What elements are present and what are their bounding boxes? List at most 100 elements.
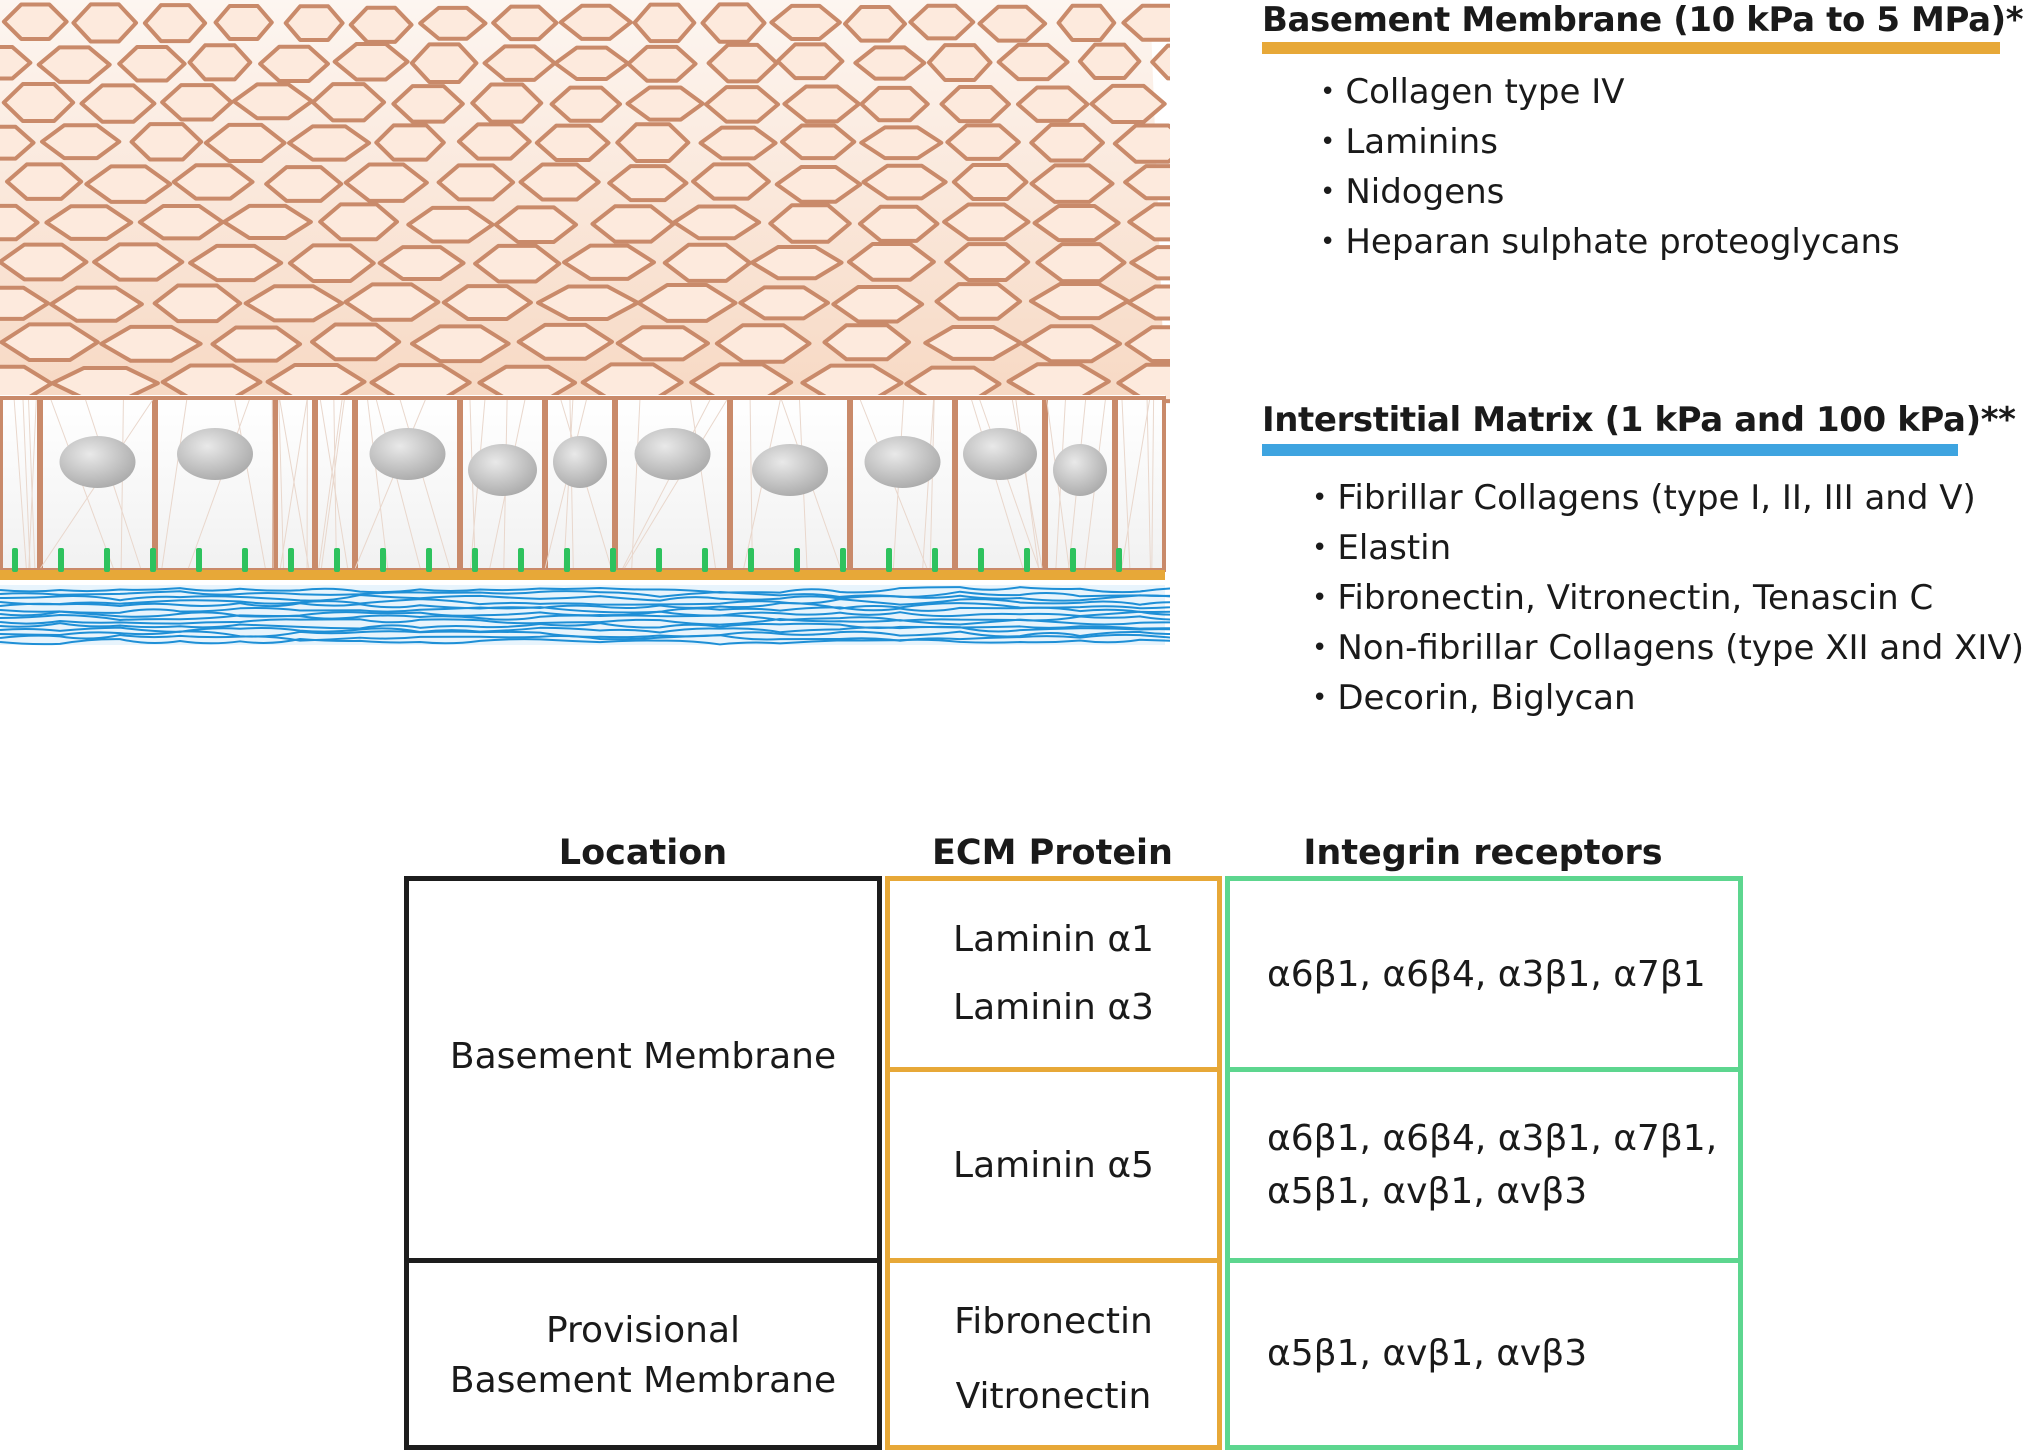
squamous-cell — [1029, 122, 1105, 163]
squamous-cell — [391, 84, 465, 124]
squamous-cell — [774, 165, 863, 204]
squamous-cell — [36, 45, 112, 84]
cell-fiber — [375, 399, 421, 569]
squamous-cell — [187, 43, 253, 82]
cell-fiber — [622, 399, 711, 569]
tissue-illustration — [0, 0, 1170, 646]
squamous-cell — [782, 84, 861, 124]
list-item: Decorin, Biglycan — [1312, 673, 2024, 723]
squamous-cell — [769, 3, 842, 41]
ecm-cell: Fibronectin Vitronectin — [885, 1258, 1222, 1450]
integrin-text: α6β1, α6β4, α3β1, α7β1, — [1267, 1118, 1718, 1159]
squamous-cell — [750, 245, 844, 281]
squamous-cell — [926, 43, 993, 82]
squamous-cell — [632, 2, 697, 44]
integrin-anchor — [1070, 548, 1076, 572]
squamous-cell — [562, 243, 656, 281]
list-item: Nidogens — [1320, 167, 1900, 217]
nucleus — [963, 428, 1037, 480]
squamous-cell — [977, 4, 1048, 43]
squamous-cell — [662, 242, 752, 283]
squamous-cell — [374, 123, 446, 162]
squamous-cell — [939, 85, 1011, 124]
list-item: Laminins — [1320, 117, 1900, 167]
squamous-cell — [1, 2, 69, 41]
integrin-anchor — [610, 548, 616, 572]
squamous-cell — [853, 45, 927, 81]
list-item: Heparan sulphate proteoglycans — [1320, 217, 1899, 267]
squamous-cell — [1126, 284, 1170, 321]
squamous-cell — [343, 162, 429, 203]
ecm-cell: Laminin α1 Laminin α3 — [885, 876, 1222, 1072]
integrin-anchor — [426, 548, 432, 572]
squamous-cell — [944, 242, 1031, 282]
cell-fiber — [22, 399, 31, 569]
squamous-cell — [436, 163, 516, 202]
cell-fiber — [1121, 399, 1131, 569]
squamous-cell — [607, 164, 689, 203]
ecm-text: Laminin α3 — [953, 987, 1154, 1028]
squamous-cell — [160, 83, 234, 122]
squamous-cell — [332, 42, 410, 82]
squamous-cell — [1089, 83, 1167, 124]
squamous-cells — [0, 2, 1170, 404]
squamous-cell — [0, 322, 100, 362]
squamous-cell — [5, 162, 84, 201]
integrin-cell: α5β1, αvβ1, αvβ3 — [1225, 1258, 1743, 1450]
squamous-cell — [117, 44, 187, 83]
collagen-fiber — [0, 614, 1170, 622]
squamous-cell — [0, 203, 40, 242]
basement-membrane-list: Collagen type IVLamininsNidogensHeparan … — [1320, 67, 1900, 267]
cell-fiber — [278, 399, 284, 569]
squamous-cell — [44, 204, 134, 241]
collagen-fiber — [0, 625, 1170, 634]
squamous-cell — [318, 202, 399, 242]
squamous-cell — [283, 4, 345, 42]
squamous-cell — [71, 2, 139, 44]
nucleus — [468, 444, 537, 496]
squamous-cell — [1029, 163, 1115, 204]
squamous-cell — [348, 5, 414, 44]
ecm-cell: Laminin α5 — [885, 1067, 1222, 1263]
list-item: Fibronectin, Vitronectin, Tenascin C — [1312, 573, 2024, 623]
cell-fiber — [188, 399, 250, 569]
collagen-fiber — [0, 606, 1170, 614]
squamous-cell — [822, 323, 912, 362]
squamous-cell — [410, 324, 511, 364]
squamous-cell — [1032, 203, 1121, 243]
squamous-cell — [99, 324, 203, 363]
cell-fiber — [624, 399, 728, 569]
location-text: Basement Membrane — [449, 1360, 837, 1401]
squamous-cell — [703, 85, 781, 124]
integrin-anchor — [932, 548, 938, 572]
squamous-cell — [1121, 3, 1170, 42]
squamous-cell — [406, 205, 495, 244]
squamous-cell — [698, 125, 778, 161]
squamous-cell — [213, 3, 274, 41]
squamous-cell — [264, 165, 344, 203]
squamous-cell — [409, 42, 479, 84]
interstitial-fibers — [0, 586, 1170, 646]
integrin-cell: α6β1, α6β4, α3β1, α7β1 — [1225, 876, 1743, 1072]
squamous-cell — [691, 162, 771, 201]
squamous-cell — [615, 122, 691, 163]
squamous-cell — [1124, 325, 1170, 364]
squamous-cell — [780, 123, 857, 161]
integrin-anchor — [104, 548, 110, 572]
squamous-cell — [843, 5, 908, 43]
interstitial-matrix-list: Fibrillar Collagens (type I, II, III and… — [1312, 473, 2024, 723]
squamous-cell — [210, 325, 303, 363]
cell-fiber — [690, 399, 717, 569]
squamous-cell — [203, 122, 287, 163]
cell-fiber — [1151, 399, 1155, 569]
cell-fiber — [279, 399, 310, 569]
collagen-fiber — [0, 590, 1170, 598]
integrin-text: α5β1, αvβ1, αvβ3 — [1267, 1171, 1588, 1212]
integrin-anchor — [656, 548, 662, 572]
nucleus — [177, 428, 253, 480]
squamous-cell — [846, 242, 936, 282]
integrin-anchor — [196, 548, 202, 572]
squamous-cell — [942, 202, 1031, 242]
squamous-cell — [859, 85, 930, 123]
integrin-anchor — [1024, 548, 1030, 572]
